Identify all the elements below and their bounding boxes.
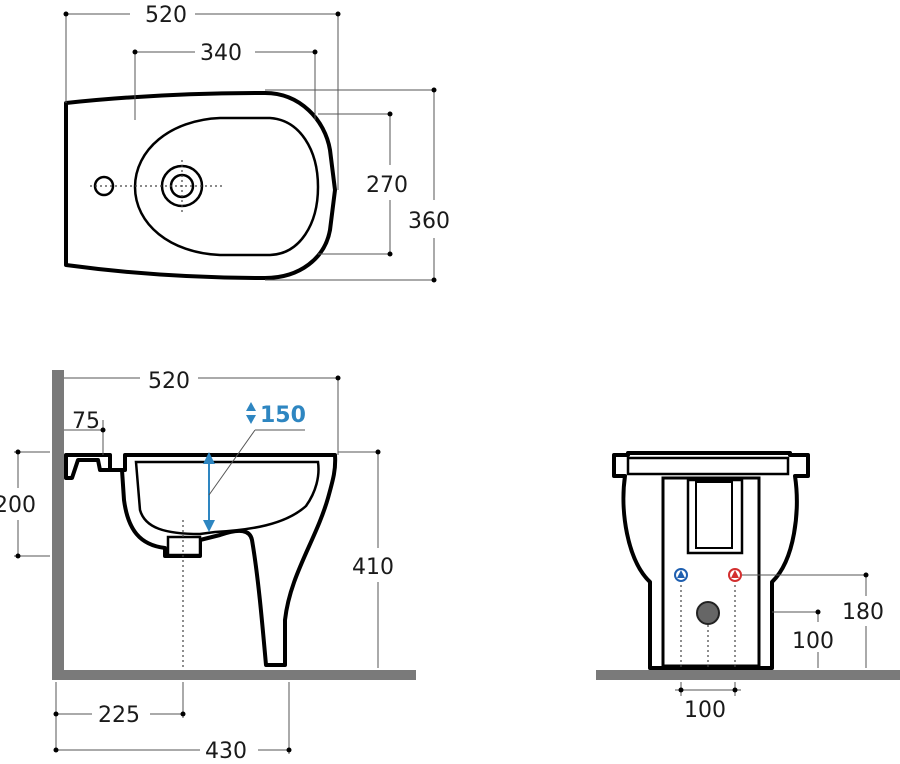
- side-inlet-height-label: 200: [0, 493, 36, 518]
- rear-inner-block: [695, 481, 733, 549]
- rear-view: 180 100 100: [596, 451, 900, 723]
- side-water-label: 150: [260, 403, 306, 428]
- side-view: 520 75 150 200 410 225: [0, 369, 416, 764]
- rear-drain-width-label: 100: [684, 698, 726, 723]
- rear-drain-height-label: 100: [792, 629, 834, 654]
- rear-floor: [596, 670, 900, 680]
- top-bowl-length-label: 340: [200, 41, 242, 66]
- side-view-inner-bowl: [134, 460, 320, 536]
- top-view-bowl: [133, 116, 320, 257]
- side-wall: [52, 370, 64, 680]
- top-view: 520 340 270 360: [63, 3, 450, 283]
- side-width-label: 520: [148, 369, 190, 394]
- side-base-depth-label: 430: [205, 739, 247, 764]
- side-drain-fitting: [166, 535, 202, 557]
- side-drain-offset-label: 225: [98, 703, 140, 728]
- side-rim-offset-label: 75: [72, 409, 100, 434]
- side-height-label: 410: [352, 555, 394, 580]
- rear-drain-icon: [696, 601, 720, 625]
- rear-supply-height-label: 180: [842, 600, 884, 625]
- side-floor: [52, 670, 416, 680]
- top-depth-label: 360: [408, 209, 450, 234]
- top-bowl-width-label: 270: [366, 173, 408, 198]
- top-width-label: 520: [145, 3, 187, 28]
